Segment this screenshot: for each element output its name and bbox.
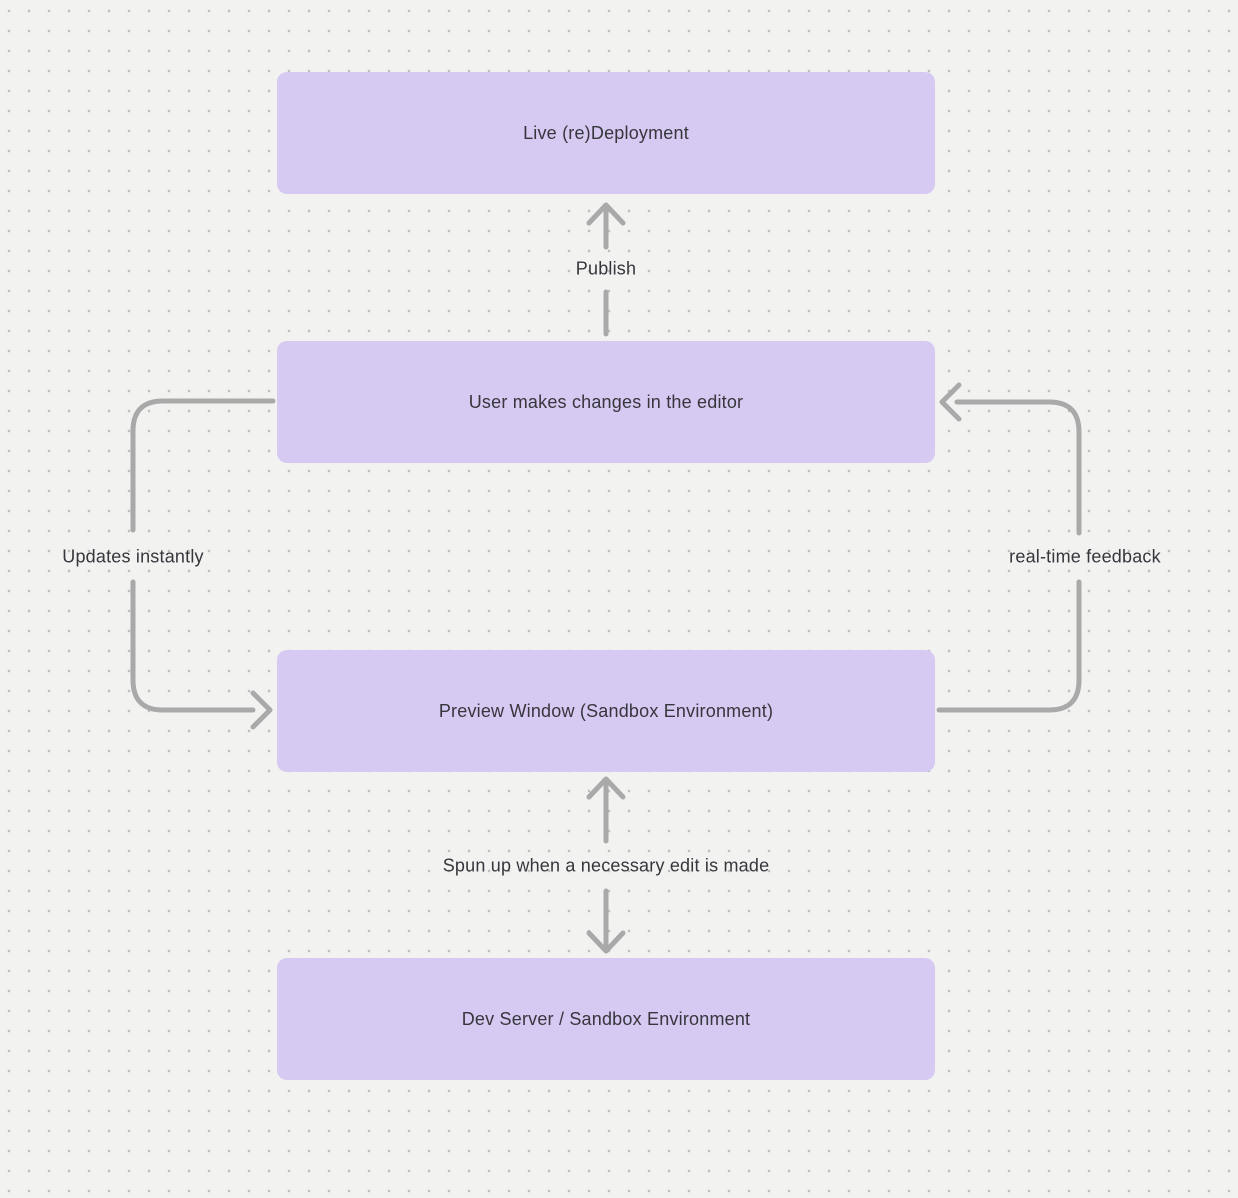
node-user-editor-label: User makes changes in the editor — [468, 391, 744, 412]
node-preview-window-label: Preview Window (Sandbox Environment) — [438, 700, 774, 721]
edge-label-updates-instantly: Updates instantly — [62, 546, 204, 567]
edge-label-publish: Publish — [575, 258, 637, 279]
node-live-redeployment[interactable]: Live (re)Deployment — [277, 72, 935, 194]
edge-label-spun-up: Spun up when a necessary edit is made — [442, 855, 770, 876]
edge-label-real-time-feedback: real-time feedback — [1009, 546, 1161, 567]
node-user-editor[interactable]: User makes changes in the editor — [277, 341, 935, 463]
node-dev-server-label: Dev Server / Sandbox Environment — [461, 1008, 751, 1029]
node-live-redeployment-label: Live (re)Deployment — [523, 122, 689, 143]
node-preview-window[interactable]: Preview Window (Sandbox Environment) — [277, 650, 935, 772]
node-dev-server[interactable]: Dev Server / Sandbox Environment — [277, 958, 935, 1080]
